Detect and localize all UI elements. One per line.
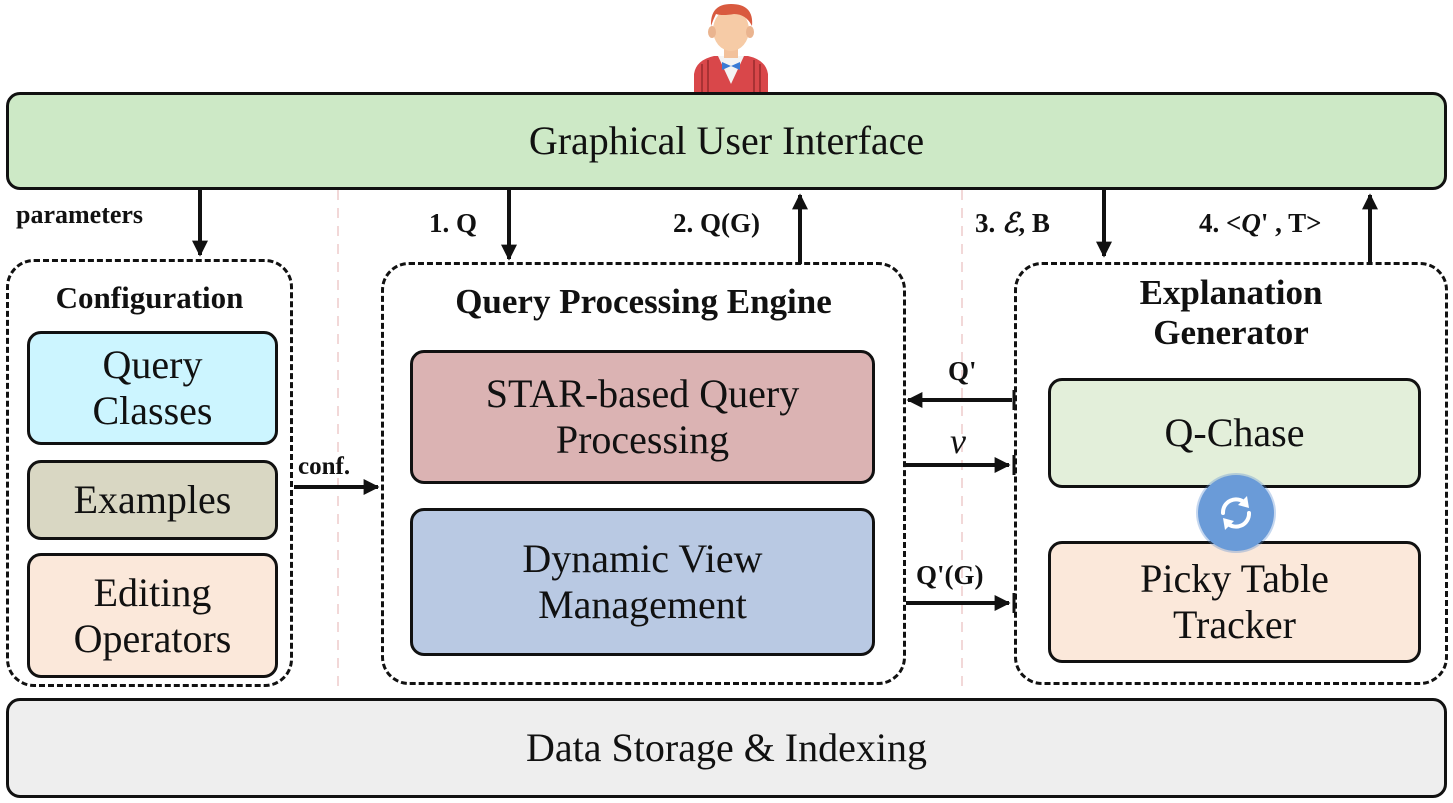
dynamic-view-management-box: Dynamic View Management [410,508,875,656]
dynamic-view-management-label: Dynamic View Management [522,536,763,627]
gui-label: Graphical User Interface [528,118,925,163]
query-classes-box: Query Classes [27,331,278,445]
q2-label: 2. Q(G) [673,208,760,238]
query-classes-label: Query Classes [92,342,213,433]
q3-script: ℰ [1002,208,1019,238]
editing-operators-label: Editing Operators [73,569,232,661]
q1-label: 1. Q [429,208,478,238]
data-storage-label: Data Storage & Indexing [526,725,927,770]
q3-suffix: , B [1018,208,1050,238]
configuration-title: Configuration [55,280,244,315]
examples-label: Examples [73,477,232,522]
examples-box: Examples [27,460,278,540]
q4-q: Q [1241,208,1261,238]
configuration-group [6,259,293,687]
data-storage-box: Data Storage & Indexing [6,698,1447,798]
gui-box: Graphical User Interface [6,92,1447,190]
q3-prefix: 3. [975,208,1002,238]
q4-prefix: 4. < [1199,208,1242,238]
query-processing-engine-group [381,262,906,685]
q3-label: 3. ℰ, B [975,208,1050,239]
parameters-label: parameters [16,200,144,229]
user-avatar-icon [694,4,768,92]
picky-table-tracker-label: Picky Table Tracker [1140,556,1329,647]
refresh-icon[interactable] [1198,475,1274,551]
conf-label: conf. [298,453,351,480]
q4-suffix: ' , T> [1260,208,1322,238]
v-label: v [950,421,966,461]
q-prime-g-label: Q'(G) [916,560,984,590]
q-prime-label: Q' [948,356,977,386]
picky-table-tracker-box: Picky Table Tracker [1048,541,1421,663]
query-processing-engine-title: Query Processing Engine [455,282,832,321]
q-chase-label: Q-Chase [1164,410,1305,455]
star-query-processing-box: STAR-based Query Processing [410,350,875,484]
explanation-generator-title: Explanation Generator [1139,273,1323,353]
q4-label: 4. <Q' , T> [1199,208,1322,239]
star-query-processing-label: STAR-based Query Processing [485,371,800,462]
editing-operators-box: Editing Operators [27,553,278,678]
